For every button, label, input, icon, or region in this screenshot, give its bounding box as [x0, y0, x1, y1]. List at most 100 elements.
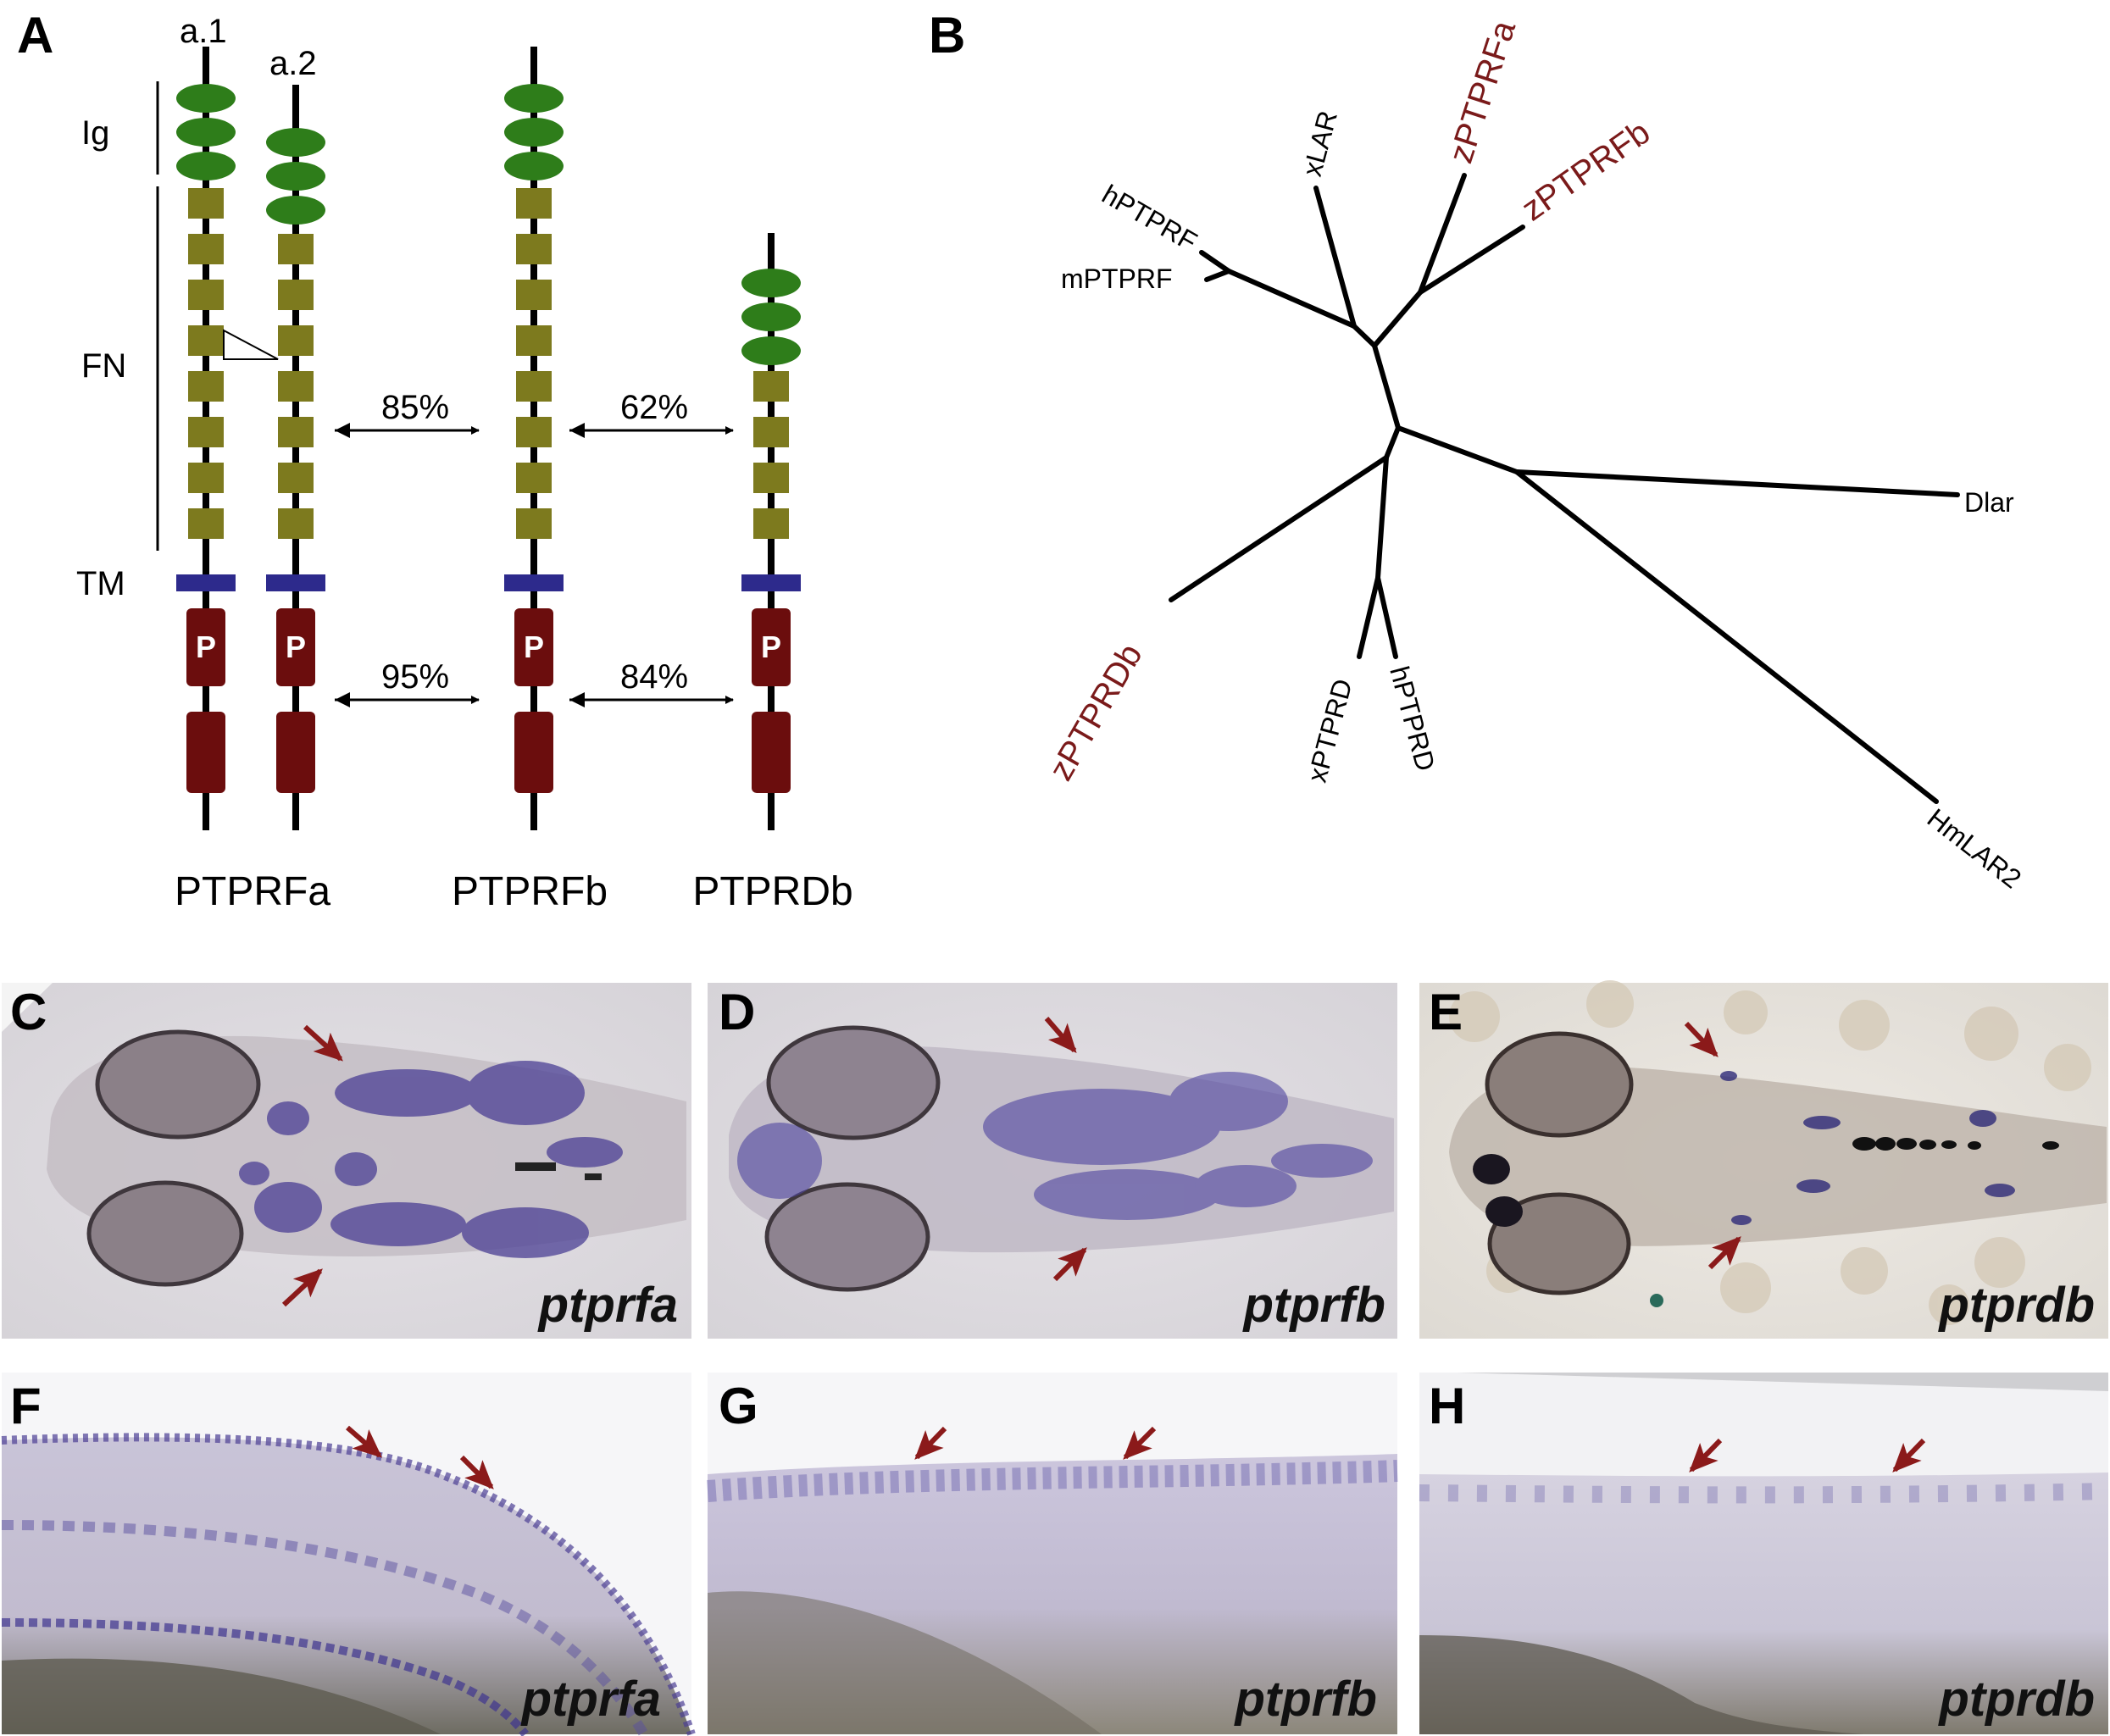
tree-branch	[1372, 290, 1423, 348]
gene-label-c: ptprfa	[537, 1278, 678, 1333]
arrow	[346, 1425, 383, 1458]
splice-indicator	[223, 329, 279, 360]
panel-letter-a: A	[17, 7, 53, 64]
eye	[766, 1025, 941, 1140]
tm-domain	[504, 574, 564, 591]
ig-domain	[504, 152, 564, 180]
arrow	[1892, 1438, 1926, 1473]
phosphatase-domain-1	[276, 608, 315, 686]
tree-branch-zptprdb	[1169, 455, 1389, 602]
ig-domain	[176, 84, 236, 113]
protein-name-ptprfa: PTPRFa	[175, 869, 330, 914]
leaf-mptprf: mPTPRF	[1061, 263, 1173, 294]
protein-name-ptprdb: PTPRDb	[692, 869, 852, 914]
fn-domain	[516, 234, 552, 264]
tree-branch-mptprf	[1204, 269, 1231, 282]
identity-p-ptprfa-ptprfb: 95%	[381, 658, 449, 696]
tm-domain-label: TM	[76, 565, 125, 602]
tree-branch-hptprd	[1375, 575, 1398, 659]
arrow	[1052, 1247, 1087, 1282]
fn-domain	[753, 463, 789, 493]
eye	[1485, 1031, 1634, 1138]
tree-branch-dlar	[1514, 469, 1960, 497]
expression-staining	[1720, 1071, 2015, 1225]
arrow	[303, 1024, 343, 1062]
protein-ptprfa-a1: P	[176, 47, 236, 830]
ig-domain	[176, 152, 236, 180]
identity-p-ptprfb-ptprdb: 84%	[620, 658, 688, 696]
eye	[764, 1182, 930, 1292]
embryo-dorsal-view	[729, 1025, 1394, 1292]
protein-ptprfb: P	[504, 47, 564, 830]
phosphatase-domain-2	[752, 712, 791, 793]
tm-domain	[176, 574, 236, 591]
fn-domain	[753, 371, 789, 402]
tm-domain	[741, 574, 801, 591]
photo-panel-h: H ptprdb	[1419, 1373, 2109, 1734]
arrow	[1684, 1021, 1719, 1057]
ig-domain-label: Ig	[81, 114, 109, 152]
embryo-lateral-view	[2, 1437, 691, 1734]
ig-domain	[504, 118, 564, 147]
phosphatase-domain-1	[186, 608, 225, 686]
photo-panel-f: F ptprfa	[1, 1373, 696, 1736]
fn-domain	[516, 280, 552, 310]
tree-branch	[1372, 343, 1401, 430]
tree-branch	[1384, 425, 1401, 460]
gene-label-d: ptprfb	[1242, 1278, 1386, 1333]
embryo-dorsal-view	[1449, 1031, 2107, 1307]
fn-domain	[278, 280, 314, 310]
identity-fn-ptprfb-ptprdb: 62%	[620, 389, 688, 426]
ig-domain	[741, 302, 801, 331]
identity-fn-ptprfa-ptprfb: 85%	[381, 389, 449, 426]
expression-staining	[737, 1072, 1373, 1220]
phosphatase-domain-1	[514, 608, 553, 686]
arrow	[914, 1426, 947, 1460]
tm-domain	[266, 574, 325, 591]
panel-letter-c: C	[10, 984, 47, 1040]
panel-letter-b: B	[929, 7, 965, 64]
panel-a: A a.1 a.2 Ig FN TM P	[17, 7, 853, 914]
leaf-hptprd: hPTPRD	[1384, 663, 1441, 774]
leaf-zptprfb: zPTPRFb	[1515, 114, 1657, 228]
fn-domain	[516, 417, 552, 447]
embryo-dorsal-view	[47, 1029, 686, 1287]
ig-domain	[504, 84, 564, 113]
protein-ptprdb: P	[741, 233, 801, 830]
fn-domain	[278, 325, 314, 356]
gene-label-h: ptprdb	[1937, 1672, 2095, 1727]
tree-branch	[1396, 425, 1519, 474]
fn-domain	[516, 371, 552, 402]
fn-domain	[188, 188, 224, 219]
fn-domain	[278, 463, 314, 493]
expression-staining	[239, 1061, 623, 1258]
tree-branch-xptprd	[1357, 575, 1380, 659]
fn-domain	[278, 508, 314, 539]
ig-domain	[266, 162, 325, 191]
fn-domain	[516, 463, 552, 493]
leaf-zptprfa: zPTPRFa	[1442, 16, 1524, 168]
fn-domain	[278, 417, 314, 447]
arrow	[459, 1455, 494, 1489]
fn-domain	[516, 325, 552, 356]
photo-panel-c: C ptprfa	[2, 983, 691, 1339]
leaf-hptprf: hPTPRF	[1097, 179, 1202, 258]
panel-letter-g: G	[719, 1378, 758, 1434]
fn-domain	[278, 371, 314, 402]
tree-branch	[1226, 269, 1357, 329]
phosphatase-label: P	[524, 630, 544, 664]
fn-domain	[278, 234, 314, 264]
tree-branch-hptprf	[1199, 250, 1231, 274]
panel-letter-f: F	[10, 1378, 42, 1434]
arrow	[1044, 1017, 1077, 1054]
fn-domain	[516, 508, 552, 539]
phosphatase-domain-2	[276, 712, 315, 793]
tree-branch	[1352, 324, 1377, 348]
phosphatase-domain-2	[514, 712, 553, 793]
eye	[95, 1029, 261, 1140]
ig-domain	[266, 196, 325, 225]
protein-name-ptprfb: PTPRFb	[452, 869, 608, 914]
phosphatase-domain-1	[752, 608, 791, 686]
tree-branch-hmlar2	[1514, 469, 1939, 804]
phosphatase-label: P	[286, 630, 306, 664]
